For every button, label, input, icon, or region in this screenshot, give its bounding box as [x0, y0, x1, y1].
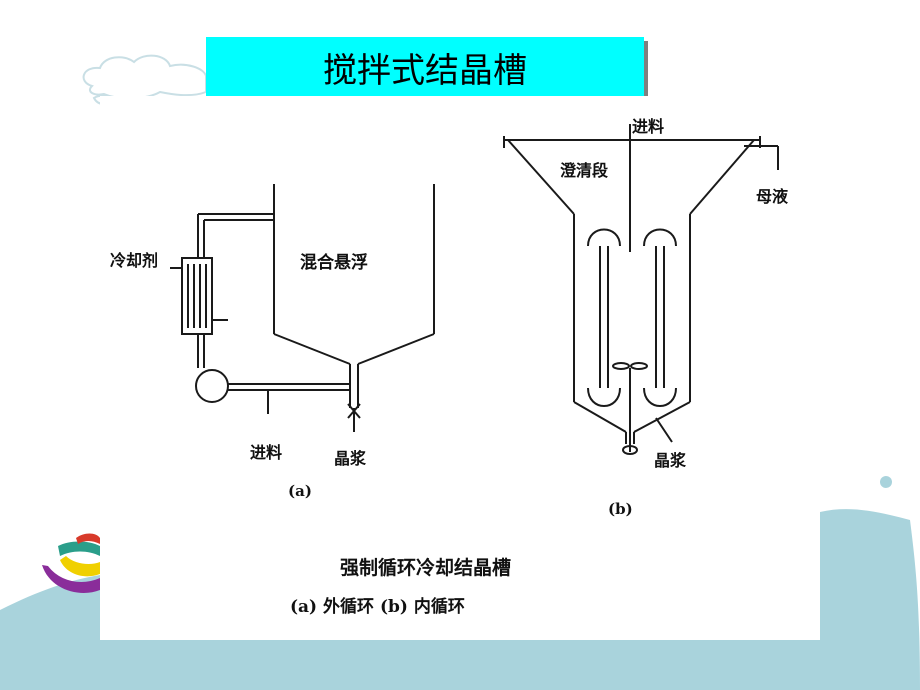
label-feed-a: 进料 — [250, 443, 282, 462]
return-pipe-a — [197, 213, 274, 258]
label-mixed-suspension: 混合悬浮 — [300, 252, 368, 273]
draft-tube-b — [587, 228, 677, 407]
crystallizer-diagram: 冷却剂 混合悬浮 进料 晶浆 (a) 进料 澄清段 母液 晶浆 (b) 强制循环… — [110, 117, 789, 617]
label-clarifying-section: 澄清段 — [560, 161, 609, 180]
agitator-b — [612, 124, 673, 455]
caption-b: (b) — [608, 500, 633, 518]
tank-a — [273, 184, 435, 408]
dot-decoration — [880, 476, 892, 488]
wave-decoration — [0, 509, 920, 690]
cloud-decoration — [82, 54, 207, 106]
label-slurry-a: 晶浆 — [334, 449, 367, 468]
slide-title: 搅拌式结晶槽 — [206, 37, 644, 98]
pump-a — [195, 334, 361, 432]
caption-a: (a) — [288, 482, 312, 500]
label-coolant: 冷却剂 — [110, 251, 158, 270]
figure-subtitle: (a) 外循环 (b) 内循环 — [290, 596, 465, 617]
figure-title: 强制循环冷却结晶槽 — [340, 556, 511, 579]
label-feed-b: 进料 — [632, 117, 664, 136]
label-mother-liquor: 母液 — [756, 187, 789, 206]
diagram-panel — [100, 96, 820, 638]
bird-logo-icon — [42, 533, 100, 593]
label-slurry-b: 晶浆 — [654, 451, 687, 470]
tank-b — [503, 136, 779, 444]
cooler-a — [170, 257, 228, 335]
